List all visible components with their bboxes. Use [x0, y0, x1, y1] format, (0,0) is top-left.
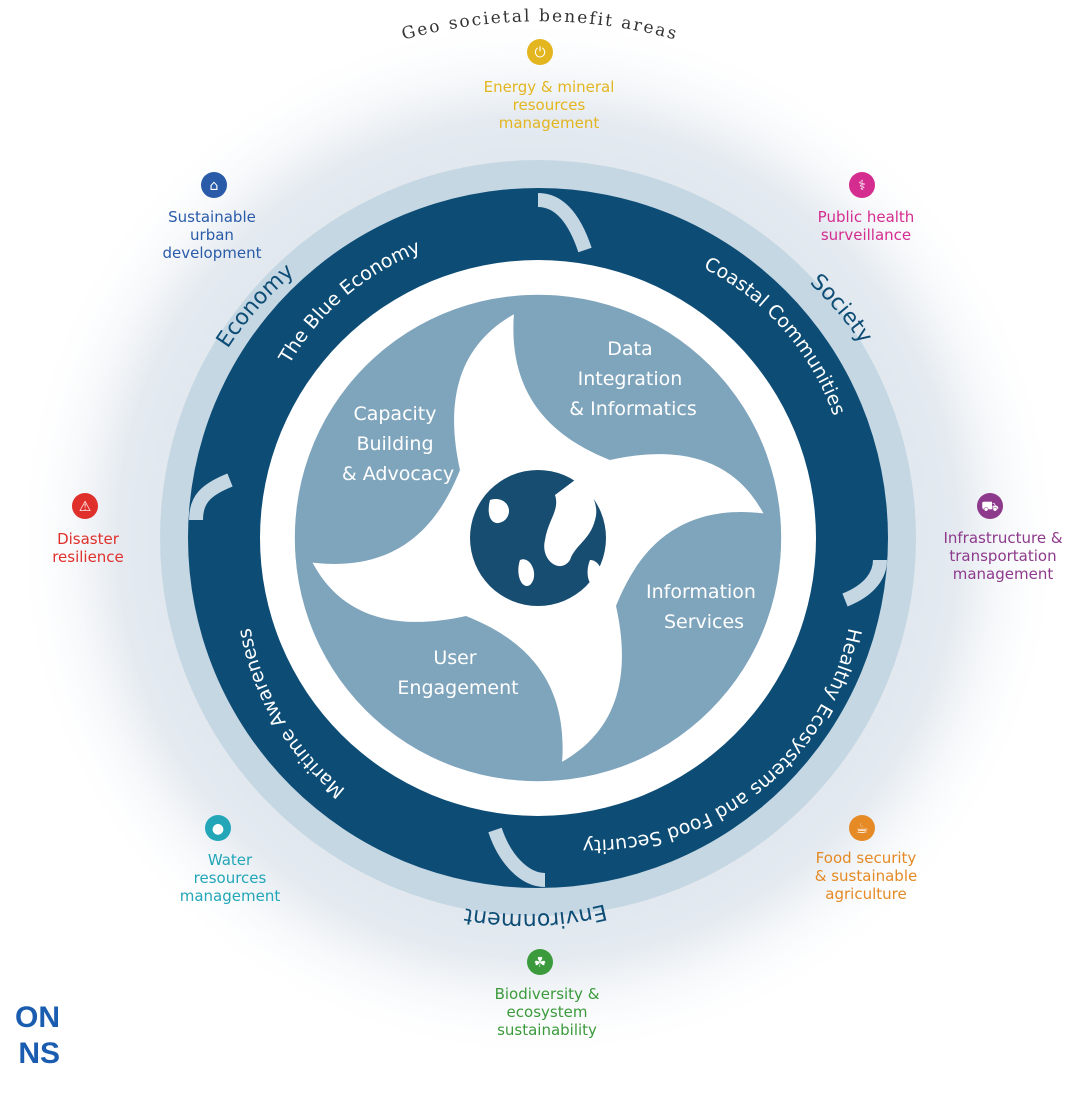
- pillar-labels: Capacity Building & Advocacy Data Integr…: [342, 338, 762, 699]
- theme-separators: [189, 193, 887, 887]
- pillar-label-capacity: Capacity Building & Advocacy: [342, 403, 454, 485]
- logo-line-2: NS: [18, 1037, 60, 1070]
- truck-icon: [977, 493, 1003, 519]
- bowl-icon-glyph: ☕: [856, 821, 869, 837]
- pillar-label-data: Data Integration & Informatics: [569, 338, 697, 420]
- medical-icon: [849, 172, 875, 198]
- pillar-data: [513, 294, 782, 560]
- warning-icon-glyph: ⚠: [79, 499, 92, 515]
- pillar-capacity: [294, 294, 560, 564]
- warning-icon: [72, 493, 98, 519]
- logo-fragment: ON NS: [0, 1000, 60, 1072]
- power-icon-glyph: ⏻: [534, 45, 545, 61]
- leaf-icon-glyph: ☘: [534, 955, 547, 971]
- pillar-label-user: User Engagement: [397, 647, 518, 699]
- pillar-information: [516, 512, 782, 782]
- bowl-icon: [849, 815, 875, 841]
- water-drop-icon: [205, 815, 231, 841]
- truck-icon-glyph: ⛟: [981, 499, 999, 515]
- power-icon: [527, 39, 553, 65]
- house-icon: [201, 172, 227, 198]
- medical-icon-glyph: ⚕: [858, 178, 866, 194]
- globe-icon: [466, 466, 610, 610]
- pillar-swirl: [294, 294, 782, 782]
- leaf-icon: [527, 949, 553, 975]
- water-drop-icon-glyph: ●: [212, 821, 224, 837]
- house-icon-glyph: ⌂: [210, 178, 219, 194]
- logo-line-1: ON: [15, 1001, 60, 1034]
- pillar-user: [294, 516, 563, 782]
- pillar-label-information: Information Services: [646, 581, 762, 633]
